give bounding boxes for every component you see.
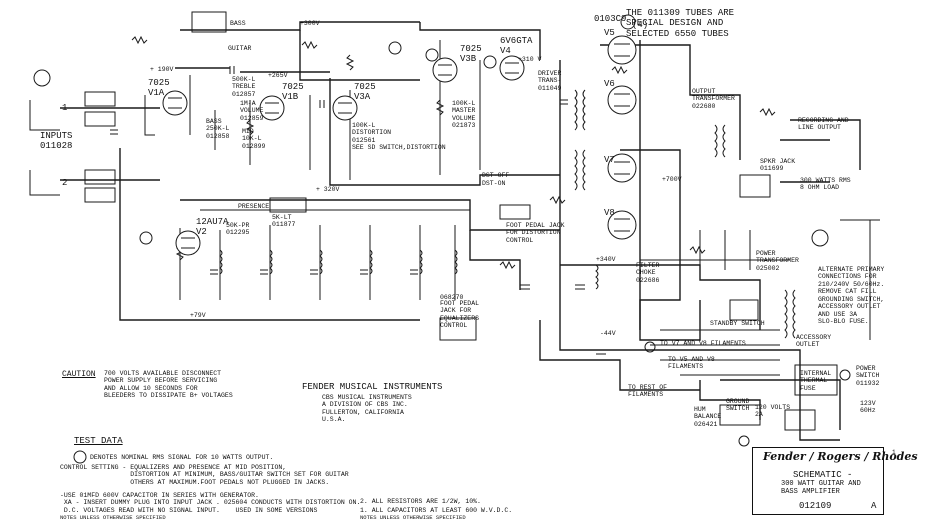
voltage-neg44v: -44V: [600, 330, 616, 337]
voltage-700v: +700V: [662, 176, 682, 183]
caution-title: CAUTION: [62, 370, 96, 379]
title-block: Fender / Rogers / Rhodes SCHEMATIC - 300…: [752, 447, 918, 515]
caution-text: 700 VOLTS AVAILABLE DISCONNECT POWER SUP…: [104, 370, 233, 400]
note-resistors: 2. ALL RESISTORS ARE 1/2W, 10%.: [360, 498, 481, 505]
input-2-label: 2: [62, 178, 68, 188]
note-capacitors: 1. ALL CAPACITORS AT LEAST 600 W.V.D.C.: [360, 507, 513, 514]
input-1-label: 1: [62, 103, 68, 113]
recording-output-label: RECORDING AND LINE OUTPUT: [798, 117, 849, 132]
tube-v3a-label: 7025 V3A: [354, 82, 376, 103]
treble-pot-label: 500K-L TREBLE 012857: [232, 76, 256, 98]
power-transformer-label: POWER TRANSFORMER 025002: [756, 250, 799, 272]
to-v7-v8-label: TO V7 AND V8 FILAMENTS: [660, 340, 746, 347]
speaker-jack-label: SPKR JACK 011699: [760, 158, 796, 173]
sheet-number: 1: [892, 449, 896, 456]
hum-balance-label: HUM BALANCE 026421: [694, 406, 722, 428]
switch-boxes: [191, 11, 851, 431]
test-data-line3: -USE 01MFD 600V CAPACITOR IN SERIES WITH…: [60, 492, 361, 514]
foot-pedal-eq-label: FOOT PEDAL JACK FOR EQUALIZERS CONTROL: [440, 300, 480, 330]
capacitors: [110, 66, 606, 355]
input-jacks: [84, 91, 771, 341]
wiring: [29, 21, 880, 441]
volume-pot-label: 1M-A VOLUME 012859: [240, 100, 264, 122]
accessory-outlet-label: ACCESSORY OUTLET: [796, 334, 832, 349]
ground-switch-label: GROUND SWITCH: [726, 398, 750, 413]
watts-rating-label: 300 WATTS RMS 8 OHM LOAD: [800, 177, 851, 192]
voltage-300v: +300V: [300, 20, 320, 27]
tube-v4-label: 6V6GTA V4: [500, 36, 533, 57]
guitar-label: GUITAR: [228, 45, 252, 52]
standby-switch-label: STANDBY SWITCH: [710, 320, 765, 327]
voltage-190v: + 190V: [150, 66, 174, 73]
eq-pot-label: 5K-LT 011877: [272, 214, 296, 229]
dst-on-label: DST-ON: [482, 180, 506, 187]
thermal-fuse-label: INTERNAL THERMAL FUSE: [800, 370, 832, 392]
foot-jack-part-label: 068270: [440, 294, 464, 301]
note-footer: NOTES UNLESS OTHERWISE SPECIFIED: [360, 514, 466, 521]
driver-transformer-label: DRIVER TRANS- 011049: [538, 70, 562, 92]
to-rest-label: TO REST OF FILAMENTS: [628, 384, 668, 399]
tube-v3b-label: 7025 V3B: [460, 44, 482, 65]
voltage-79v: +79V: [190, 312, 206, 319]
tube-v6-label: V6: [604, 79, 615, 89]
tube-v1a-label: 7025 V1A: [148, 78, 170, 99]
voltage-310v: +310 V: [518, 56, 542, 63]
test-data-title: TEST DATA: [74, 436, 123, 446]
revision-letter: A: [871, 501, 877, 511]
tube-v2-label: 12AU7A V2: [196, 217, 229, 238]
tube-v5-label: V5: [604, 28, 615, 38]
voltage-340v: +340V: [596, 256, 616, 263]
output-transformer-label: OUTPUT TRANSFORMER 022680: [692, 88, 735, 110]
tube-note: THE 011309 TUBES ARE SPECIAL DESIGN AND …: [626, 8, 735, 39]
foot-pedal-distortion-label: FOOT PEDAL JACK FOR DISTORTION CONTROL: [506, 222, 565, 244]
master-volume-label: 100K-L MASTER VOLUME 021873: [452, 100, 476, 130]
power-switch-label: POWER SWITCH 011932: [856, 365, 880, 387]
presence-pot-label: 50K-PR 012295: [226, 222, 250, 237]
inputs-label: INPUTS 011028: [40, 131, 73, 152]
brand-logo: Fender / Rogers / Rhodes: [763, 450, 918, 463]
filter-choke-label: FILTER CHOKE 022686: [636, 262, 660, 284]
to-v5-v8-label: TO V5 AND V8 FILAMENTS: [668, 356, 715, 371]
tube-v7-label: V7: [604, 155, 615, 165]
schematic-heading: SCHEMATIC -: [793, 470, 853, 480]
tube-part-number: 0103C9: [594, 14, 627, 24]
tube-v1b-label: 7025 V1B: [282, 82, 304, 103]
presence-label: PRESENCE: [238, 203, 270, 210]
test-data-line2: CONTROL SETTING - EQUALIZERS AND PRESENC…: [60, 464, 349, 486]
transformers: [219, 89, 796, 339]
tube-v8-label: V8: [604, 208, 615, 218]
fuse-label: 120 VOLTS 2A: [755, 404, 791, 419]
voltage-265v: +265V: [268, 72, 288, 79]
bass-pot-label: BASS 250K-L 012858: [206, 118, 230, 140]
bass-switch-label: BASS: [230, 20, 246, 27]
company-name: FENDER MUSICAL INSTRUMENTS: [302, 382, 443, 392]
line-voltage-label: 123V 60Hz: [860, 400, 876, 415]
company-details: CBS MUSICAL INSTRUMENTS A DIVISION OF CB…: [322, 394, 412, 424]
signal-markers: [33, 14, 750, 464]
test-data-notes: NOTES UNLESS OTHERWISE SPECIFIED: [60, 514, 166, 521]
mid-pot-label: MID 10K-L 012899: [242, 128, 266, 150]
voltage-320v: + 320V: [316, 186, 340, 193]
model-name: 300 WATT GUITAR AND BASS AMPLIFIER: [781, 480, 861, 497]
drawing-number: 012109: [799, 501, 832, 511]
alternate-primary-note: ALTERNATE PRIMARY CONNECTIONS FOR 210/24…: [818, 266, 885, 326]
tube-envelopes: [162, 35, 637, 256]
tube-quantity: (4): [632, 20, 649, 30]
distortion-pot-label: 100K-L DISTORTION 012561 SEE SD SWITCH,D…: [352, 122, 446, 152]
dst-off-label: DST-OFF: [482, 172, 510, 179]
test-data-line1: DENOTES NOMINAL RMS SIGNAL FOR 10 WATTS …: [90, 454, 274, 461]
